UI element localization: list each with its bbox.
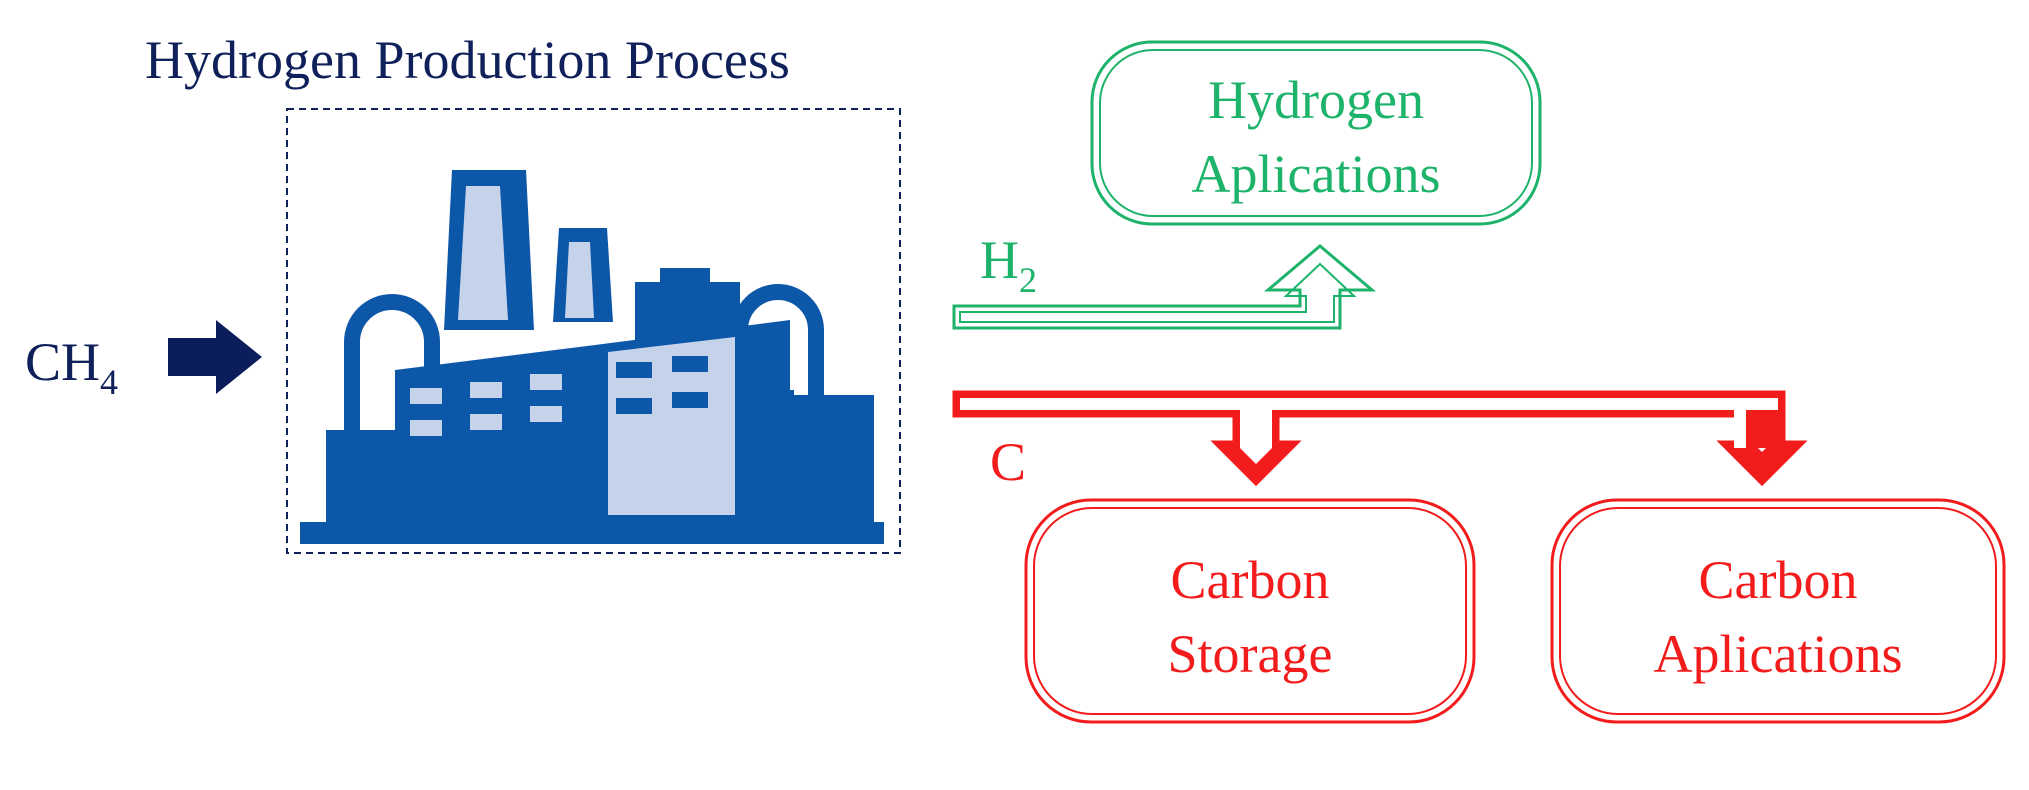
carbon-label: C [990,432,1026,492]
hydrogen-applications-line1: Hydrogen [1208,70,1424,130]
hydrogen-applications-box: Hydrogen Aplications [1090,40,1542,226]
input-label: CH4 [25,332,118,402]
process-boundary [286,108,901,554]
carbon-storage-box: Carbon Storage [1024,498,1476,724]
process-title: Hydrogen Production Process [145,30,790,90]
hydrogen-label: H2 [980,230,1037,300]
hydrogen-applications-line2: Aplications [1192,144,1441,204]
carbon-applications-line2: Aplications [1654,624,1903,684]
carbon-applications-box: Carbon Aplications [1550,498,2006,724]
carbon-storage-line2: Storage [1168,624,1333,684]
hydrogen-flow-arrow [952,244,1377,330]
factory-icon [300,170,884,544]
carbon-applications-line1: Carbon [1699,550,1858,610]
carbon-flow-arrow [952,390,1808,487]
carbon-storage-line1: Carbon [1171,550,1330,610]
input-arrow [168,320,262,394]
